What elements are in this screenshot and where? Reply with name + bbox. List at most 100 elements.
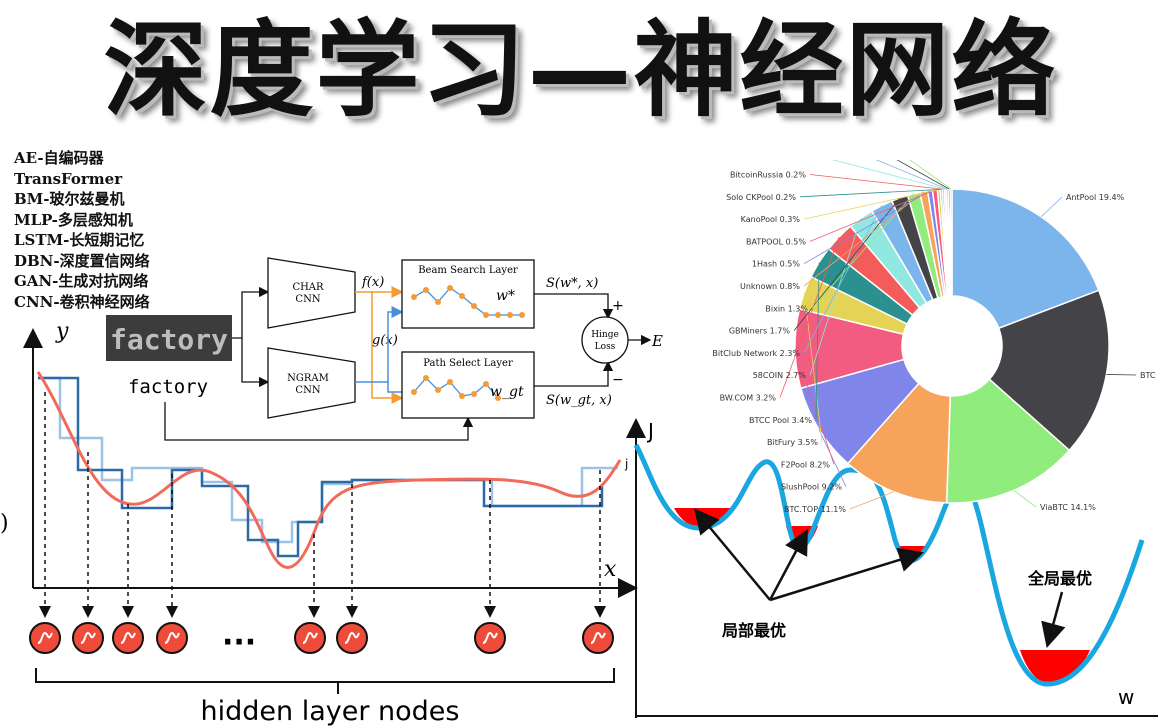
hidden-nodes xyxy=(29,622,614,654)
pool-share-pie-chart: AntPool 19.4% BTC ViaBTC 14.1% BTC.TOP 11.1… xyxy=(712,160,1156,514)
pie-leader-line xyxy=(896,160,950,190)
path-select-layer xyxy=(401,351,535,419)
approximation-diagram: y x ) ··· hidden layer nodes xyxy=(0,319,638,726)
pie-leader-line xyxy=(799,188,942,198)
char-cnn-block xyxy=(267,257,356,329)
local-optimum-label: 局部最优 xyxy=(722,621,786,640)
architecture-diagram: factory factory CHAR CNN NGRAM CNN f(x) … xyxy=(106,257,663,441)
beam-search-layer xyxy=(401,259,535,329)
pie-label: 58COIN 2.7% xyxy=(753,371,807,380)
pie-label: 1Hash 0.5% xyxy=(752,260,801,269)
pie-label: SlushPool 9.2% xyxy=(781,483,842,492)
caption: hidden layer nodes xyxy=(201,696,460,726)
hidden-node xyxy=(294,622,326,654)
page-title: 深度学习—神经网络 xyxy=(103,9,1058,131)
pie-label: BitcoinRussia 0.2% xyxy=(730,171,806,180)
pie-leader-line xyxy=(1106,374,1137,376)
pie-leader-line xyxy=(849,491,894,510)
pie-label: KanoPool 0.3% xyxy=(741,215,801,224)
pie-leader-line xyxy=(818,429,847,487)
pie-label: Solo CKPool 0.2% xyxy=(726,193,796,202)
pie-leader-line xyxy=(809,189,936,242)
pie-leader-line xyxy=(793,197,901,331)
pie-leader-line xyxy=(1040,196,1063,218)
beam-search-label: Beam Search Layer xyxy=(418,265,518,276)
pie-leader-line xyxy=(909,160,952,190)
pie-leader-line xyxy=(809,218,862,376)
pie-label: BTC xyxy=(1140,371,1156,380)
edge-glyph: ) xyxy=(0,511,9,536)
pie-label: GBMiners 1.7% xyxy=(729,327,791,336)
target-function-curve xyxy=(36,371,622,569)
char-cnn-label: CHAR xyxy=(292,282,324,293)
pie-leader-line xyxy=(794,348,835,465)
model-item: MLP-多层感知机 xyxy=(14,210,133,229)
loss-landscape: J j w 局部最优 全局最优 xyxy=(624,418,1158,718)
model-item: LSTM-长短期记忆 xyxy=(14,231,145,249)
bracket xyxy=(35,668,615,694)
pie-label: BitFury 3.5% xyxy=(767,438,818,447)
input-image xyxy=(106,315,232,361)
node-arrows xyxy=(39,392,606,618)
pie-leader-line xyxy=(809,174,944,190)
output-label: E xyxy=(651,332,663,350)
model-item: AE-自编码器 xyxy=(14,149,104,167)
j-axis-label: J xyxy=(646,419,654,443)
pie-slice xyxy=(988,289,1110,452)
pie-label: BTCC Pool 3.4% xyxy=(749,416,812,425)
model-item: DBN-深度置信网络 xyxy=(14,251,150,270)
pie-label: Unknown 0.8% xyxy=(740,282,800,291)
score-wstar: S(w*, x) xyxy=(546,276,598,291)
loss-label: Loss xyxy=(595,342,616,352)
hidden-node xyxy=(474,622,506,654)
ngram-cnn-label: CNN xyxy=(295,385,320,396)
pie-label: BTC.TOP 11.1% xyxy=(784,505,846,514)
hidden-node xyxy=(72,622,104,654)
plus-sign: + xyxy=(612,298,624,314)
pie-leader-line xyxy=(1013,489,1037,508)
pie-label: BW.COM 3.2% xyxy=(720,394,777,403)
pie-leader-line xyxy=(803,292,823,443)
hidden-node xyxy=(336,622,368,654)
pie-label: BATPOOL 0.5% xyxy=(746,237,806,246)
pie-label: AntPool 19.4% xyxy=(1066,193,1125,202)
path-select-label: Path Select Layer xyxy=(423,358,513,369)
hinge-loss-node xyxy=(581,316,629,364)
input-image-text: factory xyxy=(110,323,228,356)
pie-slice xyxy=(951,188,1100,330)
pie-leader-line xyxy=(803,189,939,220)
pie-leader-line xyxy=(832,160,946,190)
pie-label: BitClub Network 2.3% xyxy=(712,349,800,358)
hidden-node xyxy=(156,622,188,654)
pie-leader-line xyxy=(803,205,883,354)
model-item: CNN-卷积神经网络 xyxy=(14,292,150,311)
global-optimum-label: 全局最优 xyxy=(1027,569,1092,588)
x-axis-label: x xyxy=(604,557,617,582)
fx-label: f(x) xyxy=(361,275,384,290)
model-item: BM-玻尔兹曼机 xyxy=(14,190,125,208)
score-wgt: S(w_gt, x) xyxy=(546,393,612,408)
ellipsis: ··· xyxy=(222,625,256,660)
pie-label: ViaBTC 14.1% xyxy=(1040,503,1096,512)
minus-sign: − xyxy=(612,372,624,388)
model-list: AE-自编码器 TransFormer BM-玻尔兹曼机 MLP-多层感知机 L… xyxy=(14,148,150,312)
pie-leader-line xyxy=(803,190,931,265)
model-item: GAN-生成对抗网络 xyxy=(14,272,149,290)
pie-label: Bixin 1.3% xyxy=(765,304,808,313)
ngram-cnn-block xyxy=(267,347,356,419)
global-min-fill xyxy=(1020,650,1090,684)
pie-leader-line xyxy=(803,191,925,287)
pie-slice xyxy=(846,382,952,504)
hidden-node xyxy=(29,622,61,654)
ngram-cnn-label: NGRAM xyxy=(287,373,329,384)
pie-leader-line xyxy=(815,262,820,420)
hinge-label: Hinge xyxy=(591,330,619,340)
pie-leader-line xyxy=(779,236,840,398)
w-star-label: w* xyxy=(496,288,515,304)
input-text: factory xyxy=(128,376,208,398)
hidden-node xyxy=(582,622,614,654)
pie-slice xyxy=(945,378,1071,504)
pie-leader-line xyxy=(875,160,948,190)
pie-label: F2Pool 8.2% xyxy=(781,460,831,469)
hidden-node xyxy=(112,622,144,654)
